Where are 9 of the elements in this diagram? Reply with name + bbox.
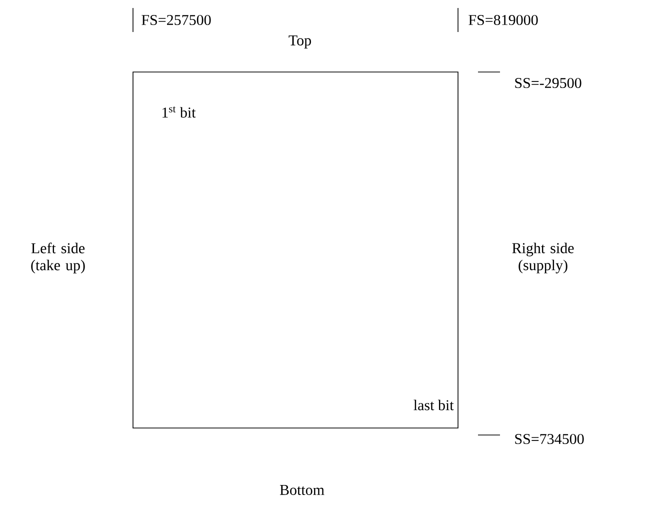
label: FS=257500 xyxy=(142,14,211,26)
label: SS=734500 xyxy=(515,434,584,444)
label: Right side (supply) xyxy=(512,242,574,274)
label: Left side (take up) xyxy=(31,242,85,274)
label: Bottom xyxy=(280,485,324,495)
page-rectangle: 1$^{st}$ bit last bit xyxy=(132,72,458,428)
label: Top xyxy=(288,36,311,49)
label: FS=819000 xyxy=(468,14,538,26)
label: SS=-29500 xyxy=(515,78,582,88)
